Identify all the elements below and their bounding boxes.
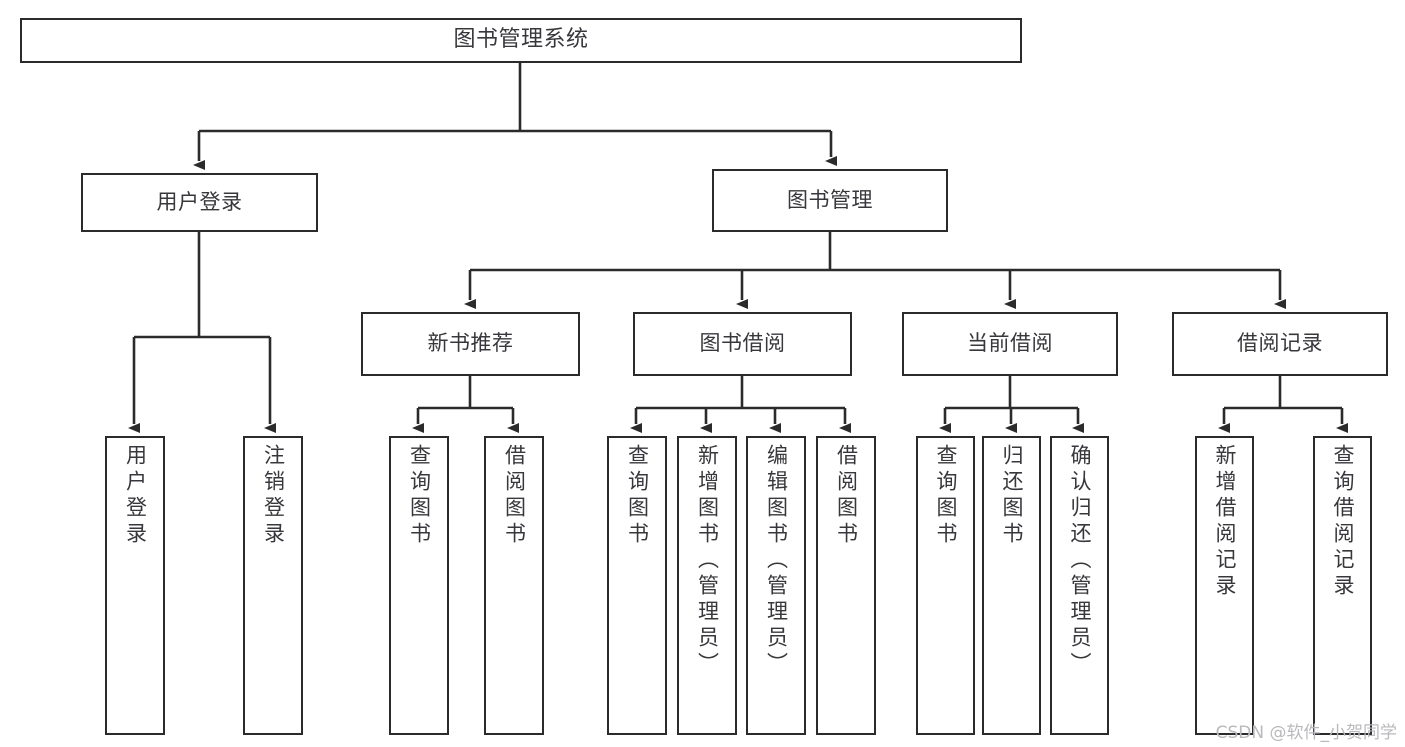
node-new-book-recommendation[interactable]: 新书推荐: [361, 312, 580, 376]
leaf-edit-book-admin[interactable]: 编辑图书（管理员）: [746, 436, 806, 735]
node-label: 确认归还（管理员）: [1068, 444, 1092, 678]
leaf-query-borrow-record[interactable]: 查询借阅记录: [1313, 436, 1372, 735]
leaf-logout[interactable]: 注销登录: [243, 436, 303, 735]
node-label: 当前借阅: [967, 331, 1053, 356]
node-user-login[interactable]: 用户登录: [81, 173, 318, 232]
node-label: 查询图书: [407, 444, 432, 548]
node-label: 借阅图书: [502, 444, 527, 548]
node-label: 注销登录: [261, 444, 286, 548]
node-label: 借阅图书: [834, 444, 859, 548]
node-book-borrowing[interactable]: 图书借阅: [633, 312, 852, 376]
node-label: 新书推荐: [427, 331, 514, 356]
leaf-confirm-return-admin[interactable]: 确认归还（管理员）: [1050, 436, 1109, 735]
leaf-return-book[interactable]: 归还图书: [982, 436, 1041, 735]
leaf-add-book-admin[interactable]: 新增图书（管理员）: [677, 436, 737, 735]
leaf-borrow-book-recommendation[interactable]: 借阅图书: [484, 436, 544, 735]
node-label: 新增图书（管理员）: [695, 444, 720, 678]
node-book-management[interactable]: 图书管理: [712, 169, 948, 232]
node-label: 归还图书: [1000, 444, 1024, 548]
node-label: 图书管理系统: [453, 27, 589, 53]
node-label: 新增借阅记录: [1213, 444, 1237, 600]
leaf-query-book-recommendation[interactable]: 查询图书: [389, 436, 449, 735]
node-label: 编辑图书（管理员）: [764, 444, 789, 678]
node-label: 查询借阅记录: [1331, 444, 1355, 600]
node-label: 图书管理: [787, 187, 873, 212]
leaf-borrow-book-borrowing[interactable]: 借阅图书: [816, 436, 876, 735]
node-label: 查询图书: [934, 444, 958, 548]
node-current-borrowing[interactable]: 当前借阅: [902, 312, 1118, 376]
leaf-add-borrow-record[interactable]: 新增借阅记录: [1195, 436, 1254, 735]
node-borrowing-record[interactable]: 借阅记录: [1172, 312, 1388, 376]
node-label: 用户登录: [123, 444, 148, 548]
leaf-query-book-borrowing[interactable]: 查询图书: [607, 436, 667, 735]
csdn-watermark: CSDN @软件_小贺同学: [1215, 723, 1397, 743]
node-label: 图书借阅: [699, 331, 786, 356]
leaf-query-book-current[interactable]: 查询图书: [916, 436, 975, 735]
node-label: 查询图书: [625, 444, 650, 548]
node-label: 用户登录: [156, 189, 243, 214]
node-label: 借阅记录: [1237, 331, 1323, 356]
node-root-system[interactable]: 图书管理系统: [20, 18, 1022, 63]
leaf-user-login[interactable]: 用户登录: [105, 436, 165, 735]
